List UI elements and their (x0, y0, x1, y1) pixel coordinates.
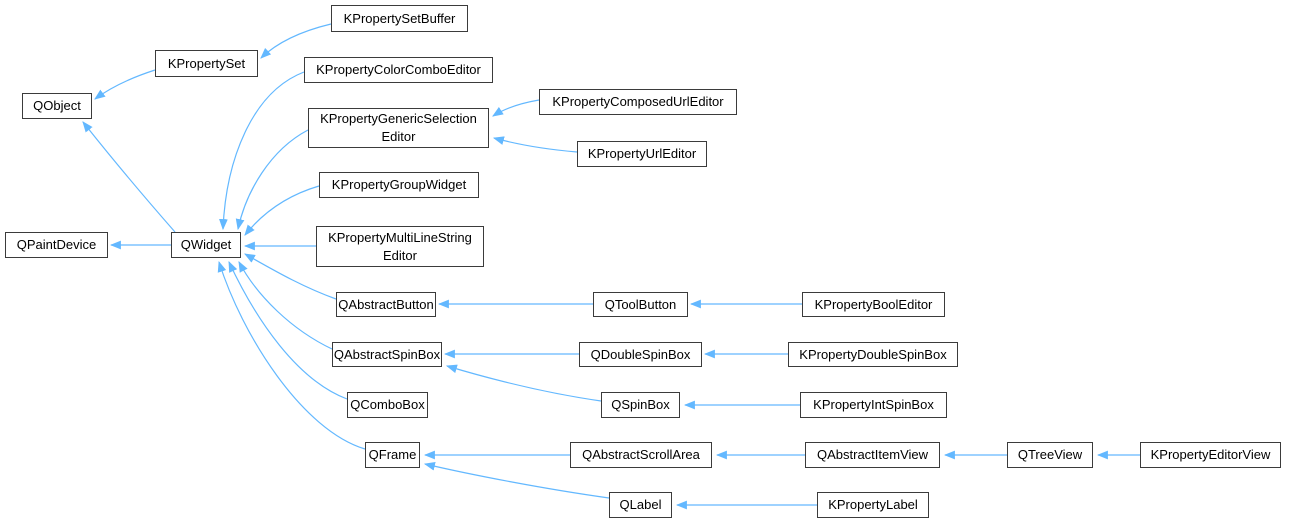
node-qabstractscrollarea[interactable]: QAbstractScrollArea (570, 442, 712, 468)
node-kpropertygroupwidget[interactable]: KPropertyGroupWidget (319, 172, 479, 198)
node-kpropertyset[interactable]: KPropertySet (155, 50, 258, 77)
edge-kpropertysetbuffer-to-kpropertyset (260, 23, 332, 59)
edge-kpropertygroupwidget-to-qwidget (244, 185, 320, 236)
node-qobject[interactable]: QObject (22, 93, 92, 119)
node-kpropertycomposedurleditor[interactable]: KPropertyComposedUrlEditor (539, 89, 737, 115)
node-kpropertyintspinbox[interactable]: KPropertyIntSpinBox (800, 392, 947, 418)
node-qtreeview[interactable]: QTreeView (1007, 442, 1093, 468)
edge-qlabel-to-qframe (423, 461, 610, 499)
edge-kpropertyurleditor-to-kpropertygenericselectioneditor (492, 136, 578, 153)
edge-qabstractspinbox-to-qwidget (238, 261, 333, 350)
node-qcombobox[interactable]: QComboBox (347, 392, 428, 418)
node-qspinbox[interactable]: QSpinBox (601, 392, 680, 418)
edge-qframe-to-qwidget (217, 260, 366, 450)
node-qframe[interactable]: QFrame (365, 442, 420, 468)
edge-kpropertygenericselectioneditor-to-qwidget (235, 129, 309, 231)
node-kpropertyeditorview[interactable]: KPropertyEditorView (1140, 442, 1281, 468)
node-qlabel[interactable]: QLabel (609, 492, 672, 518)
edge-kpropertycomposedurleditor-to-kpropertygenericselectioneditor (492, 99, 540, 117)
node-qabstractspinbox[interactable]: QAbstractSpinBox (332, 342, 442, 367)
node-qdoublespinbox[interactable]: QDoubleSpinBox (579, 342, 702, 367)
node-kpropertycolorcomboeditor[interactable]: KPropertyColorComboEditor (304, 57, 493, 83)
node-kpropertylabel[interactable]: KPropertyLabel (817, 492, 929, 518)
node-qabstractitemview[interactable]: QAbstractItemView (805, 442, 940, 468)
node-kpropertysetbuffer[interactable]: KPropertySetBuffer (331, 5, 468, 32)
node-kpropertygenericselectioneditor[interactable]: KPropertyGenericSelection Editor (308, 108, 489, 148)
edge-kpropertyset-to-qobject (94, 69, 156, 100)
node-qwidget[interactable]: QWidget (171, 232, 241, 258)
node-qabstractbutton[interactable]: QAbstractButton (336, 292, 436, 317)
node-kpropertyurleditor[interactable]: KPropertyUrlEditor (577, 141, 707, 167)
edge-qcombobox-to-qwidget (228, 261, 348, 400)
node-qpaintdevice[interactable]: QPaintDevice (5, 232, 108, 258)
edge-qspinbox-to-qabstractspinbox (445, 364, 602, 402)
node-qtoolbutton[interactable]: QToolButton (593, 292, 688, 317)
node-kpropertybooleditor[interactable]: KPropertyBoolEditor (802, 292, 945, 317)
edge-qwidget-to-qobject (82, 121, 176, 233)
edge-kpropertycolorcomboeditor-to-qwidget (219, 71, 305, 231)
edge-qabstractbutton-to-qwidget (244, 253, 337, 300)
node-kpropertymultilinestringeditor[interactable]: KPropertyMultiLineString Editor (316, 226, 484, 267)
node-kpropertydoublespinbox[interactable]: KPropertyDoubleSpinBox (788, 342, 958, 367)
